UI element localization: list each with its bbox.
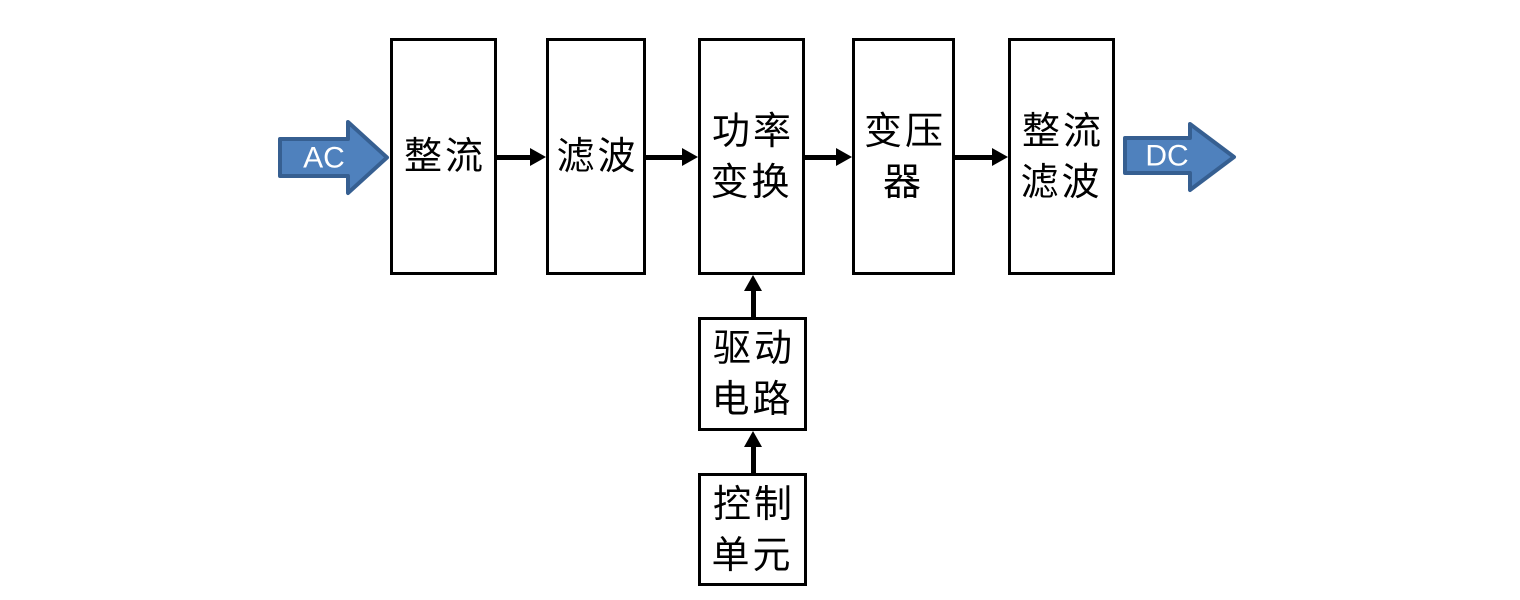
ac-label: AC [303,142,345,175]
connector-shaft [805,154,836,160]
connector-shaft [497,154,530,160]
arrowhead-right-icon [682,148,698,166]
right-block-arrow-shape [278,120,389,195]
block-rectifier-filter-label: 整流 滤波 [1020,108,1104,204]
ac-input-arrow: AC [278,120,389,195]
arrowhead-right-icon [992,148,1008,166]
block-drive-circuit-label: 驱动 电路 [711,326,795,421]
block-rectifier-label: 整流 [403,134,486,178]
connector-control-unit-to-drive-circuit [744,431,762,473]
block-power-conversion: 功率 变换 [698,38,805,275]
block-drive-circuit: 驱动 电路 [698,317,807,431]
block-transformer: 变压 器 [852,38,955,275]
connector-rectifier-to-filter [497,148,546,166]
block-rectifier-filter: 整流 滤波 [1008,38,1115,275]
arrowhead-right-icon [530,148,546,166]
block-filter: 滤波 [546,38,646,275]
block-control-unit: 控制 单元 [698,473,807,586]
arrowhead-right-icon [836,148,852,166]
dc-output-arrow: DC [1123,122,1236,192]
block-power-conversion-label: 功率 变换 [710,108,794,204]
arrowhead-up-icon [744,275,762,291]
block-transformer-label: 变压 器 [863,108,946,204]
dc-label: DC [1145,140,1188,173]
right-block-arrow-shape [1123,122,1236,192]
block-rectifier: 整流 [390,38,497,275]
connector-shaft [750,291,756,317]
connector-shaft [646,154,682,160]
connector-shaft [955,154,992,160]
connector-drive-circuit-to-power-conversion [744,275,762,317]
connector-shaft [750,447,756,473]
connector-filter-to-power-conversion [646,148,698,166]
connector-power-conversion-to-transformer [805,148,852,166]
block-control-unit-label: 控制 单元 [711,481,795,577]
block-filter-label: 滤波 [556,134,639,178]
arrowhead-up-icon [744,431,762,447]
connector-transformer-to-rectifier-filter [955,148,1008,166]
